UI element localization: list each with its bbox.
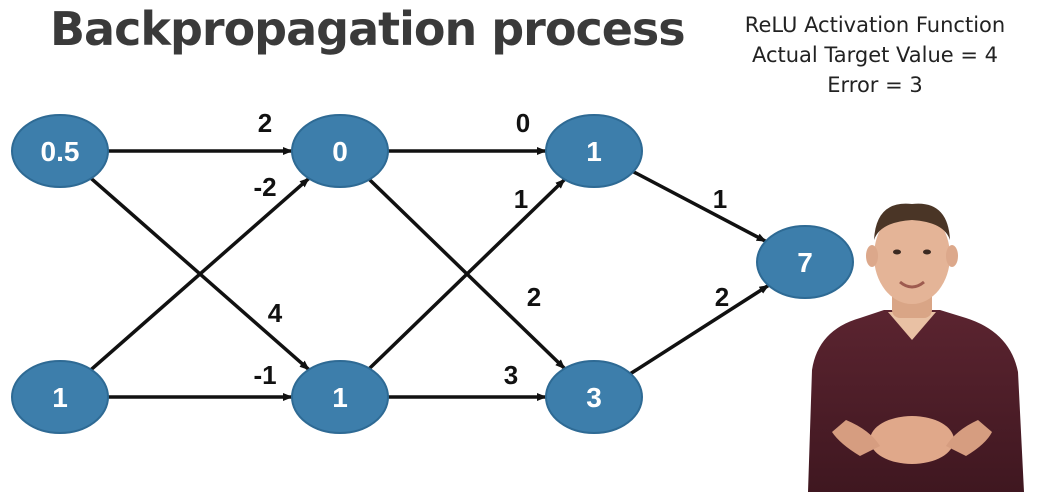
weight-label-input-top-to-hidden1-top: 2 <box>258 108 272 138</box>
node-value-input-top: 0.5 <box>41 136 80 167</box>
weight-label-hidden1-bottom-to-hidden2-bottom: 3 <box>504 360 518 390</box>
info-panel: ReLU Activation Function Actual Target V… <box>700 10 1041 100</box>
node-value-hidden2-bottom: 3 <box>586 382 602 413</box>
node-shape-hidden2-bottom <box>545 360 643 434</box>
page-title: Backpropagation process <box>50 2 686 56</box>
weight-label-hidden1-bottom-to-hidden2-top: 1 <box>514 184 528 214</box>
node-shape-input-bottom <box>11 360 109 434</box>
node-shape-hidden2-top <box>545 114 643 188</box>
node-value-hidden1-bottom: 1 <box>332 382 348 413</box>
activation-function-text: ReLU Activation Function <box>744 13 1006 37</box>
edge-hidden1-bottom-to-hidden2-top <box>368 178 566 370</box>
weight-label-hidden1-top-to-hidden2-bottom: 2 <box>527 282 541 312</box>
node-shape-input-top <box>11 114 109 188</box>
weight-label-input-top-to-hidden1-bottom: 4 <box>268 298 283 328</box>
node-shape-hidden1-bottom <box>291 360 389 434</box>
target-value-text: Actual Target Value = 4 <box>751 43 999 67</box>
node-value-input-bottom: 1 <box>52 382 68 413</box>
node-shape-hidden1-top <box>291 114 389 188</box>
node-hidden1-top: 0 <box>291 114 389 188</box>
weight-label-hidden1-top-to-hidden2-top: 0 <box>516 108 530 138</box>
weight-label-input-bottom-to-hidden1-bottom: -1 <box>253 360 276 390</box>
node-hidden2-top: 1 <box>545 114 643 188</box>
error-text: Error = 3 <box>827 73 923 97</box>
node-shape-output <box>756 225 854 299</box>
node-hidden1-bottom: 1 <box>291 360 389 434</box>
weight-label-input-bottom-to-hidden1-top: -2 <box>253 172 276 202</box>
node-value-output: 7 <box>797 247 813 278</box>
node-value-hidden1-top: 0 <box>332 136 348 167</box>
node-hidden2-bottom: 3 <box>545 360 643 434</box>
weight-label-hidden2-bottom-to-output: 2 <box>715 282 729 312</box>
edge-hidden2-top-to-output <box>632 170 767 243</box>
edge-input-bottom-to-hidden1-top <box>90 177 310 371</box>
weight-label-hidden2-top-to-output: 1 <box>713 184 727 214</box>
node-input-top: 0.5 <box>11 114 109 188</box>
presenter-person-icon <box>808 203 1024 492</box>
node-output: 7 <box>756 225 854 299</box>
edge-hidden2-bottom-to-output <box>629 283 770 376</box>
node-value-hidden2-top: 1 <box>586 136 602 167</box>
node-input-bottom: 1 <box>11 360 109 434</box>
